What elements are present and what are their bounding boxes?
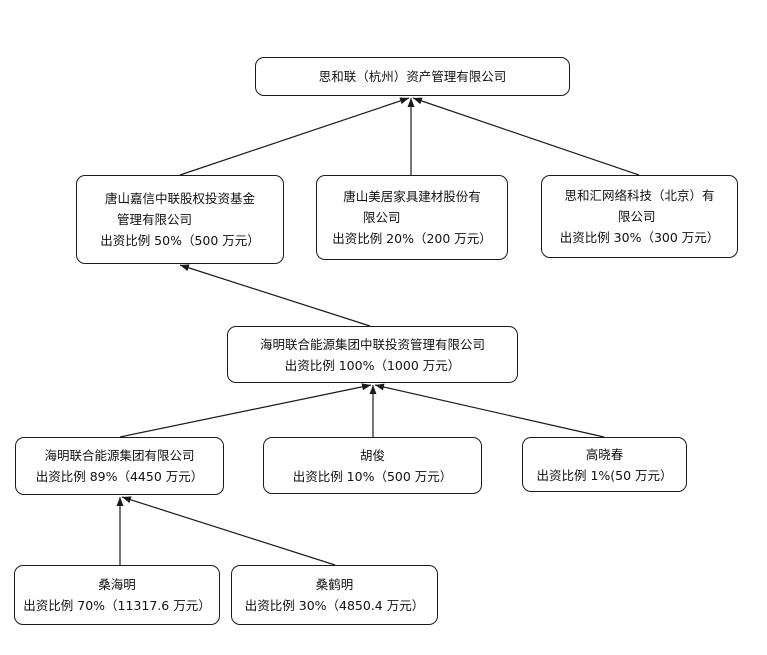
node-haiming-zhonglian: 海明联合能源集团中联投资管理有限公司 出资比例 100%（1000 万元） [227,326,518,383]
edge-haiming-zhonglian-to-tangshan-jiaxin [179,264,371,327]
edge-tangshan-jiaxin-to-top [179,97,410,176]
node-haiming-group-line-2: 出资比例 89%（4450 万元） [35,469,204,484]
node-tangshan-meiju-line-3: 出资比例 20%（200 万元） [332,231,492,246]
node-hujun-line-1: 胡俊 [359,447,385,463]
node-sihehui: 思和汇网络科技（北京）有 限公司 出资比例 30%（300 万元） [541,175,738,258]
node-sanghheming-line-1: 桑鹤明 [315,577,354,592]
node-haiming-zhonglian-line-1: 海明联合能源集团中联投资管理有限公司 [259,336,485,352]
edge-sanghheming-to-haiming-group [121,496,336,566]
node-tangshan-jiaxin-line-2: 管理有限公司 [117,212,193,227]
node-tangshan-meiju-line-2: 限公司 [363,210,401,225]
node-sanghaiming: 桑海明 出资比例 70%（11317.6 万元） [14,565,220,625]
node-gaoxiaochun-line-1: 高晓春 [585,446,624,462]
node-tangshan-jiaxin: 唐山嘉信中联股权投资基金 管理有限公司 出资比例 50%（500 万元） [76,175,284,264]
edge-haiming-group-to-haiming-zhonglian [119,383,372,438]
node-sihehui-line-1: 思和汇网络科技（北京）有 [564,188,715,203]
node-tangshan-meiju: 唐山美居家具建材股份有 限公司 出资比例 20%（200 万元） [316,175,508,260]
node-sihehui-line-3: 出资比例 30%（300 万元） [559,230,720,245]
node-hujun: 胡俊 出资比例 10%（500 万元） [263,437,482,494]
node-tangshan-meiju-line-1: 唐山美居家具建材股份有 [343,189,481,204]
node-tangshan-jiaxin-line-1: 唐山嘉信中联股权投资基金 [104,191,255,206]
node-top-line-1: 思和联（杭州）资产管理有限公司 [318,69,507,84]
node-haiming-group: 海明联合能源集团有限公司 出资比例 89%（4450 万元） [15,437,224,495]
node-sanghheming: 桑鹤明 出资比例 30%（4850.4 万元） [231,565,438,625]
node-gaoxiaochun-line-2: 出资比例 1%(50 万元） [536,467,673,483]
node-hujun-line-2: 出资比例 10%（500 万元） [292,468,453,484]
edge-sihehui-to-top [412,97,640,176]
edge-gaoxiaochun-to-haiming-zhonglian [374,383,605,438]
node-sihehui-line-2: 限公司 [618,209,656,224]
node-haiming-zhonglian-line-2: 出资比例 100%（1000 万元） [284,357,461,373]
node-haiming-group-line-1: 海明联合能源集团有限公司 [44,448,195,463]
node-sanghaiming-line-2: 出资比例 70%（11317.6 万元） [23,598,211,613]
node-gaoxiaochun: 高晓春 出资比例 1%(50 万元） [522,437,687,492]
node-sanghheming-line-2: 出资比例 30%（4850.4 万元） [244,598,425,613]
node-tangshan-jiaxin-line-3: 出资比例 50%（500 万元） [100,233,260,248]
node-top-sihelian: 思和联（杭州）资产管理有限公司 [255,57,570,96]
node-sanghaiming-line-1: 桑海明 [98,577,136,592]
